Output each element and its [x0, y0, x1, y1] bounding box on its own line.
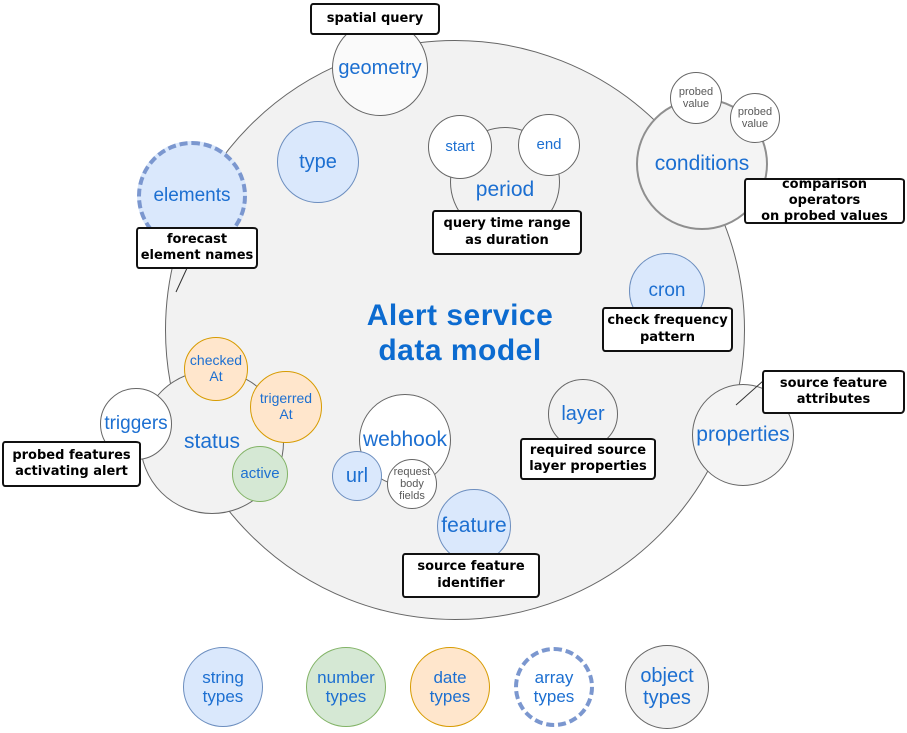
- annotation-probed-features: probed features activating alert: [2, 441, 141, 487]
- legend-object-types: object types: [625, 645, 709, 729]
- node-feature: feature: [437, 489, 511, 563]
- node-request-body-fields: request body fields: [387, 459, 437, 509]
- annotation-query-time-range: query time range as duration: [432, 210, 582, 255]
- annotation-required-source: required source layer properties: [520, 438, 656, 480]
- annotation-comparison-operators: comparison operators on probed values: [744, 177, 905, 224]
- node-probed-value-2: probed value: [730, 93, 780, 143]
- annotation-source-feature-attributes: source feature attributes: [762, 370, 905, 414]
- node-url: url: [332, 451, 382, 501]
- node-active: active: [232, 446, 288, 502]
- node-trigerred-at: trigerred At: [250, 371, 322, 443]
- legend-array-types: array types: [514, 647, 594, 727]
- legend-string-types: string types: [183, 647, 263, 727]
- node-start: start: [428, 115, 492, 179]
- legend-number-types: number types: [306, 647, 386, 727]
- annotation-check-frequency: check frequency pattern: [602, 307, 733, 352]
- legend-date-types: date types: [410, 647, 490, 727]
- annotation-source-feature-identifier: source feature identifier: [402, 553, 540, 598]
- node-geometry: geometry: [332, 20, 428, 116]
- node-probed-value-1: probed value: [670, 72, 722, 124]
- node-checked-at: checked At: [184, 337, 248, 401]
- annotation-forecast-element-names: forecast element names: [136, 227, 258, 269]
- diagram-title: Alert service data model: [366, 299, 554, 367]
- node-end: end: [518, 114, 580, 176]
- node-type: type: [277, 121, 359, 203]
- annotation-spatial-query: spatial query: [310, 3, 440, 35]
